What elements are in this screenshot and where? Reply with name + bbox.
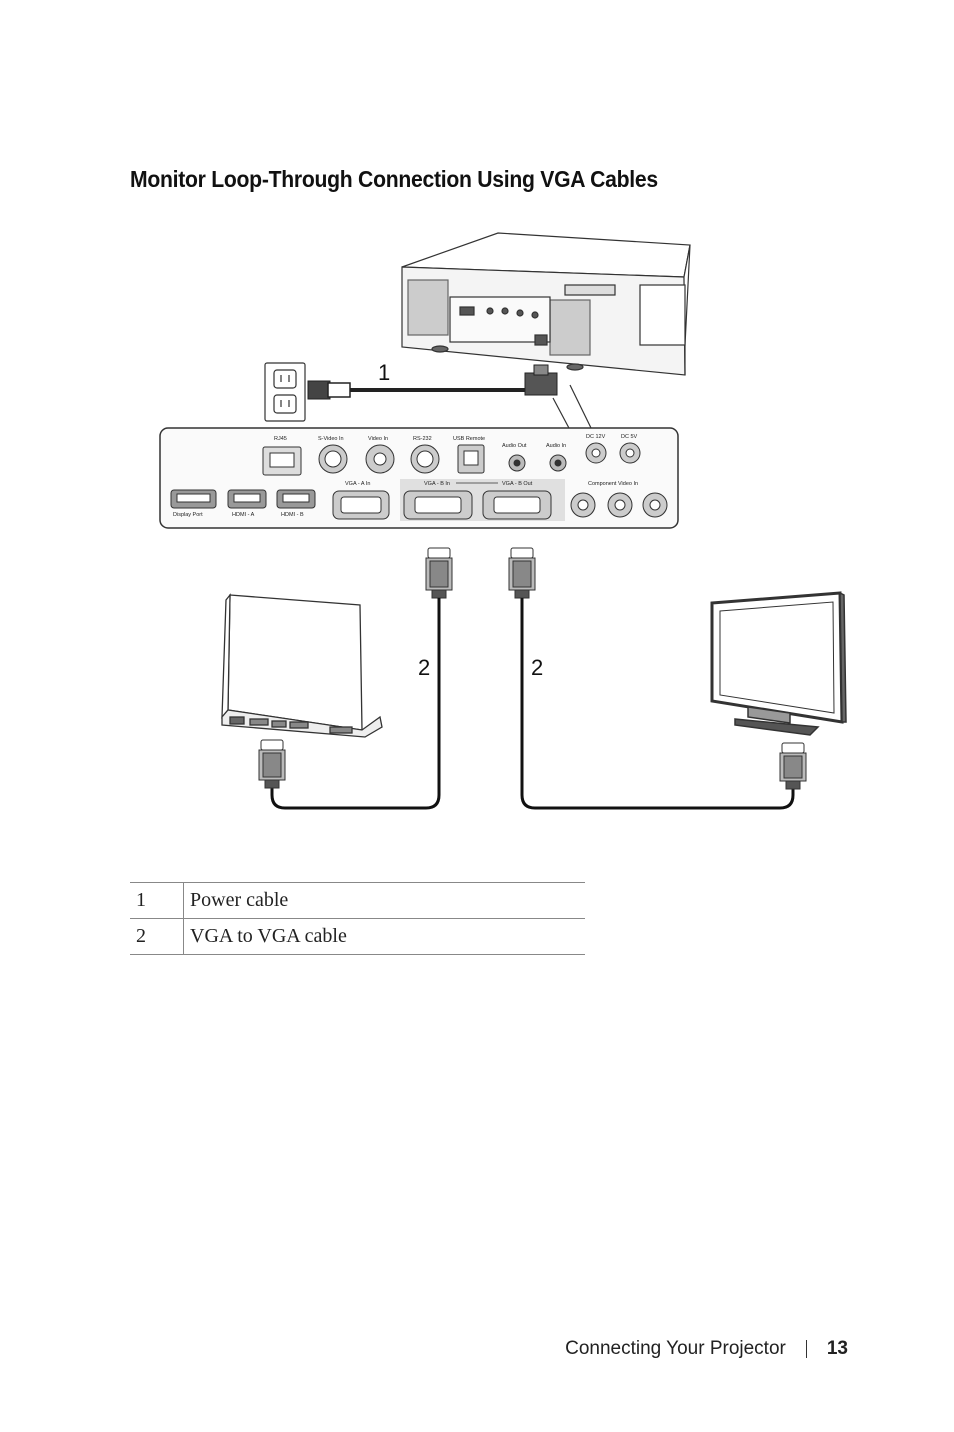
io-panel: RJ45 S-Video In Video In RS-232 USB Remo… bbox=[159, 427, 679, 529]
legend-number: 1 bbox=[130, 882, 184, 919]
vga-connector-icon bbox=[425, 547, 453, 599]
legend-label: Power cable bbox=[183, 882, 585, 919]
port-label-display-port: Display Port bbox=[173, 512, 203, 518]
table-row: 2 VGA to VGA cable bbox=[130, 918, 585, 955]
footer-section-title: Connecting Your Projector bbox=[565, 1338, 786, 1359]
vga-cable-line bbox=[520, 598, 795, 810]
port-label-hdmi-b: HDMI - B bbox=[281, 512, 304, 518]
legend-number: 2 bbox=[130, 918, 184, 955]
port-label-component: Component Video In bbox=[588, 481, 638, 487]
legend-label: VGA to VGA cable bbox=[183, 918, 585, 955]
zoom-pointer-lines bbox=[552, 384, 593, 431]
vga-connector-icon bbox=[258, 739, 286, 789]
port-label-hdmi-a: HDMI - A bbox=[232, 512, 255, 518]
page-number: 13 bbox=[826, 1338, 848, 1359]
vga-connector-icon bbox=[508, 547, 536, 599]
callout-2-laptop: 2 bbox=[418, 655, 430, 680]
port-label-vga-b-out: VGA - B Out bbox=[502, 481, 533, 487]
vga-cable-line bbox=[270, 598, 441, 810]
port-label-rj45: RJ45 bbox=[274, 436, 287, 442]
wall-outlet-icon bbox=[264, 362, 306, 422]
port-label-audio-in: Audio In bbox=[546, 443, 566, 449]
port-label-vga-b-in: VGA - B In bbox=[424, 481, 450, 487]
projector-illustration bbox=[401, 232, 691, 376]
port-label-vga-a: VGA - A In bbox=[345, 481, 370, 487]
port-label-video: Video In bbox=[368, 436, 388, 442]
page-title: Monitor Loop-Through Connection Using VG… bbox=[130, 166, 658, 192]
connection-diagram-svg: 1 bbox=[159, 232, 847, 810]
port-label-dc12: DC 12V bbox=[586, 434, 606, 440]
power-cable-line bbox=[307, 364, 558, 400]
monitor-icon bbox=[710, 591, 847, 736]
laptop-icon bbox=[221, 593, 383, 738]
port-label-dc5: DC 5V bbox=[621, 434, 638, 440]
port-label-audio-out: Audio Out bbox=[502, 443, 527, 449]
table-row: 1 Power cable bbox=[130, 882, 585, 919]
page-footer: Connecting Your Projector 13 bbox=[565, 1338, 848, 1360]
connection-diagram: 1 bbox=[150, 225, 850, 825]
callout-1: 1 bbox=[378, 360, 390, 385]
callout-2-monitor: 2 bbox=[531, 655, 543, 680]
port-label-rs232: RS-232 bbox=[413, 436, 432, 442]
footer-separator bbox=[805, 1340, 807, 1358]
port-label-svideo: S-Video In bbox=[318, 436, 344, 442]
port-label-usb: USB Remote bbox=[453, 436, 485, 442]
vga-connector-icon bbox=[779, 742, 807, 790]
legend-table: 1 Power cable 2 VGA to VGA cable bbox=[130, 882, 585, 955]
